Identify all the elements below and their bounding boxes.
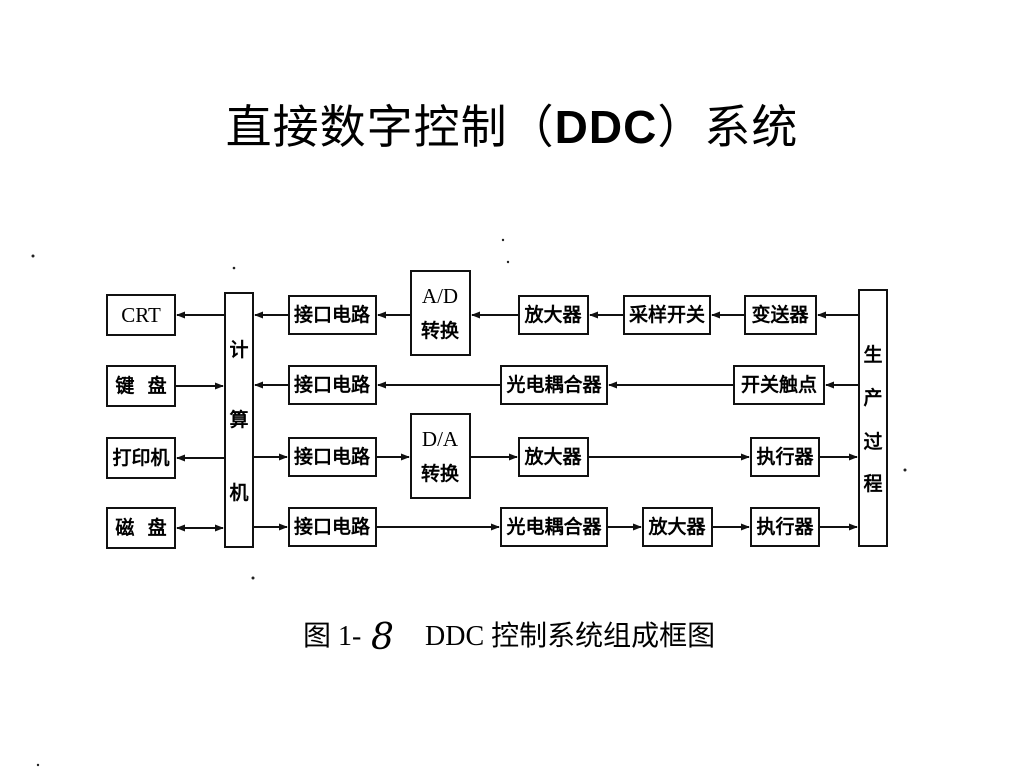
interface-block-3: 接口电路 [288,437,377,477]
crt-label: CRT [121,303,161,327]
figure-caption: 图 1- 8 DDC 控制系统组成框图 [303,617,715,658]
title-prefix: 直接数字控制（ [225,100,555,154]
sampling-switch-block: 采样开关 [623,295,711,335]
interface-block-4: 接口电路 [288,507,377,547]
computer-char-1: 计 [229,339,248,361]
ad-label-line-2: 转换 [421,319,460,342]
caption-number: 8 [371,617,394,658]
optocoupler-label-1: 光电耦合器 [505,373,602,396]
amplifier-block-1: 放大器 [518,295,589,335]
switch-contact-block: 开关触点 [733,365,825,405]
crt-block: CRT [106,294,176,336]
disk-label: 磁 盘 [115,516,166,539]
transmitter-label: 变送器 [751,303,809,326]
amplifier-block-3: 放大器 [642,507,713,547]
scan-specks [31,238,907,767]
da-label-line-1: D/A [422,427,459,451]
amplifier-label-3: 放大器 [647,515,706,538]
computer-char-3: 机 [229,482,248,504]
actuator-label-1: 执行器 [756,445,814,468]
transmitter-block: 变送器 [744,295,817,335]
keyboard-label: 键 盘 [114,374,166,397]
caption-prefix: 图 1- [303,621,361,652]
process-char-1: 生 [863,343,882,366]
computer-char-2: 算 [229,408,248,431]
printer-block: 打印机 [106,437,176,479]
sampling-switch-label: 采样开关 [629,303,705,326]
amplifier-label-1: 放大器 [523,303,582,326]
process-char-4: 程 [863,473,882,495]
slide-title: 直接数字控制（DDC）系统 [0,92,1024,162]
interface-label-2: 接口电路 [294,373,371,396]
da-converter-block: D/A 转换 [410,413,471,499]
amplifier-block-2: 放大器 [518,437,589,477]
interface-block-2: 接口电路 [288,365,377,405]
actuator-block-2: 执行器 [750,507,820,547]
ad-label-line-1: A/D [422,284,458,308]
title-acronym: DDC [554,101,658,153]
da-label-line-2: 转换 [421,462,460,485]
disk-block: 磁 盘 [106,507,176,549]
interface-label-4: 接口电路 [294,515,371,538]
computer-block: 计 算 机 [224,292,254,548]
switch-contact-label: 开关触点 [741,373,817,396]
process-char-3: 过 [863,431,882,453]
amplifier-label-2: 放大器 [523,445,582,468]
optocoupler-block-1: 光电耦合器 [500,365,608,405]
optocoupler-block-2: 光电耦合器 [500,507,608,547]
printer-label: 打印机 [112,446,169,469]
caption-text: DDC 控制系统组成框图 [425,620,715,652]
interface-label-1: 接口电路 [294,303,371,326]
interface-label-3: 接口电路 [294,445,371,468]
interface-block-1: 接口电路 [288,295,377,335]
actuator-label-2: 执行器 [756,515,814,538]
keyboard-block: 键 盘 [106,365,176,407]
production-process-block: 生 产 过 程 [858,289,888,547]
ad-converter-block: A/D 转换 [410,270,471,356]
actuator-block-1: 执行器 [750,437,820,477]
title-suffix: ）系统 [657,100,799,154]
optocoupler-label-2: 光电耦合器 [505,515,602,538]
process-char-2: 产 [863,386,882,409]
